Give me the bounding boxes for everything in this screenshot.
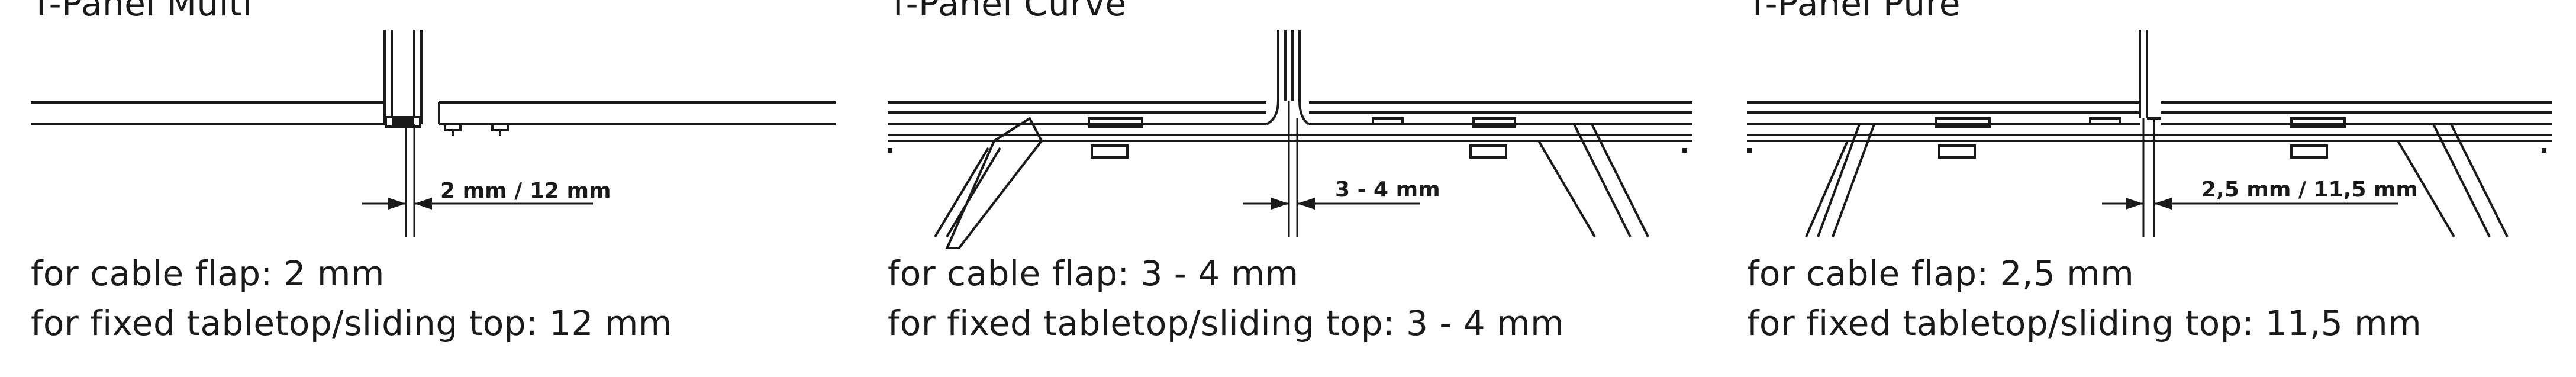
section-drawing-curve: 3 - 4 mm [888, 30, 1692, 249]
caption-cable-flap: for cable flap: 2,5 mm [1747, 253, 2135, 294]
caption-fixed-tabletop: for fixed tabletop/sliding top: 3 - 4 mm [888, 303, 1565, 343]
panel-t-panel-curve: T-Panel Curve [888, 0, 1740, 377]
section-drawing-pure: 2,5 mm / 11,5 mm [1747, 30, 2552, 238]
gap-dimension-label: 3 - 4 mm [1335, 178, 1440, 202]
caption-fixed-tabletop: for fixed tabletop/sliding top: 12 mm [31, 303, 672, 343]
gap-dimension-label: 2 mm / 12 mm [440, 179, 611, 203]
caption-cable-flap: for cable flap: 2 mm [31, 253, 385, 294]
gap-dimension-label: 2,5 mm / 11,5 mm [2201, 178, 2418, 202]
panel-title: T-Panel Pure [1747, 0, 1961, 24]
panel-t-panel-multi: T-Panel Multi [31, 0, 883, 377]
section-drawing-multi: 2 mm / 12 mm [31, 30, 836, 237]
caption-fixed-tabletop: for fixed tabletop/sliding top: 11,5 mm [1747, 303, 2422, 343]
panel-t-panel-pure: T-Panel Pure [1747, 0, 2576, 377]
panel-title: T-Panel Multi [31, 0, 253, 24]
caption-cable-flap: for cable flap: 3 - 4 mm [888, 253, 1299, 294]
panel-title: T-Panel Curve [888, 0, 1127, 24]
